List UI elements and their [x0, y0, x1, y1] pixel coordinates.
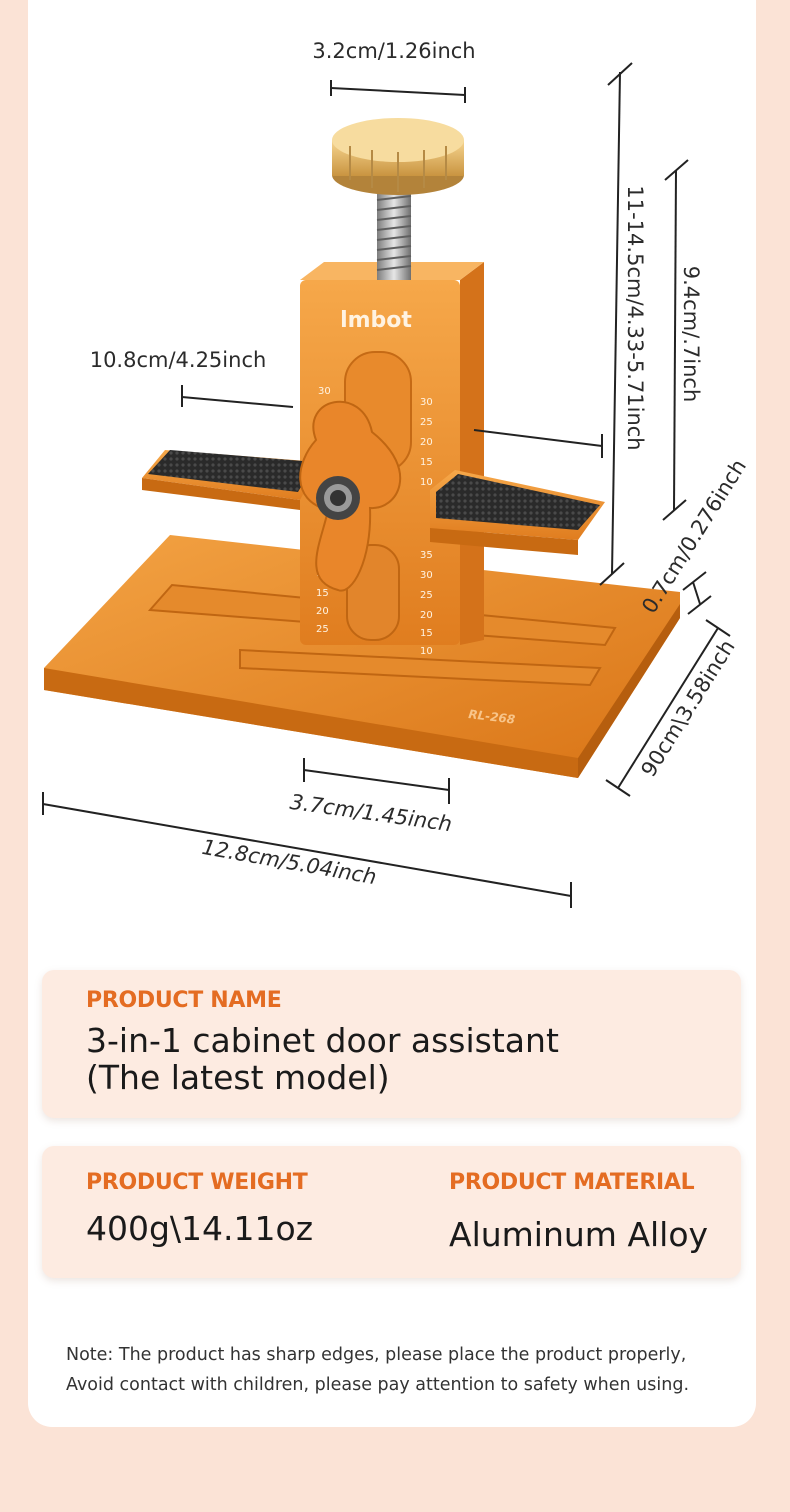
- svg-text:30: 30: [318, 386, 331, 397]
- model-label: RL-268: [468, 707, 516, 727]
- product-material-value: Aluminum Alloy: [449, 1215, 709, 1254]
- dim-base-length: 12.8cm/5.04inch: [200, 835, 378, 889]
- dim-height-partial: 9.4cm/.7inch: [679, 266, 703, 403]
- upper-scale: 30 25 20 15 10 30: [318, 386, 433, 488]
- product-name-line1: 3-in-1 cabinet door assistant: [86, 1021, 559, 1060]
- right-pad: [436, 474, 600, 530]
- dim-base-thickness: 0.7cm/0.276inch: [637, 455, 751, 617]
- svg-text:20: 20: [420, 610, 433, 621]
- base-slot-lower: [239, 648, 602, 687]
- dim-bottom-width: 3.7cm/1.45inch: [288, 790, 453, 836]
- svg-text:15: 15: [420, 628, 433, 639]
- cabinet-door-jig-illustration: RL-268 lmbot 30 25 20 15 10 30 35 30 25 …: [44, 118, 680, 778]
- product-weight-label: PRODUCT WEIGHT: [86, 1170, 308, 1195]
- svg-text:35: 35: [420, 550, 433, 561]
- left-pad: [148, 450, 315, 492]
- dim-top-width: 3.2cm/1.26inch: [312, 39, 475, 63]
- svg-text:20: 20: [316, 606, 329, 617]
- brand-logo: lmbot: [340, 308, 412, 333]
- safety-note-line2: Avoid contact with children, please pay …: [66, 1375, 690, 1395]
- dim-left-span: 10.8cm/4.25inch: [90, 348, 267, 372]
- product-name-box: PRODUCT NAME 3-in-1 cabinet door assista…: [42, 970, 741, 1118]
- dim-height-total: 11-14.5cm/4.33-5.71inch: [623, 185, 647, 450]
- svg-text:15: 15: [316, 588, 329, 599]
- svg-text:30: 30: [420, 397, 433, 408]
- threaded-rod: [377, 190, 411, 280]
- dimension-lines: [42, 62, 731, 908]
- product-material-label: PRODUCT MATERIAL: [449, 1170, 695, 1195]
- svg-text:10: 10: [420, 646, 433, 657]
- svg-text:15: 15: [420, 457, 433, 468]
- svg-text:30: 30: [420, 570, 433, 581]
- product-specs-box: PRODUCT WEIGHT 400g\14.11oz PRODUCT MATE…: [42, 1146, 741, 1278]
- product-name-label: PRODUCT NAME: [86, 988, 282, 1013]
- svg-text:10: 10: [420, 477, 433, 488]
- svg-text:25: 25: [420, 590, 433, 601]
- product-dimension-diagram: RL-268 lmbot 30 25 20 15 10 30 35 30 25 …: [42, 39, 751, 908]
- safety-note-line1: Note: The product has sharp edges, pleas…: [66, 1345, 687, 1365]
- svg-text:25: 25: [420, 417, 433, 428]
- product-name-line2: (The latest model): [86, 1058, 390, 1097]
- svg-text:25: 25: [316, 624, 329, 635]
- product-weight-value: 400g\14.11oz: [86, 1209, 314, 1248]
- svg-text:20: 20: [420, 437, 433, 448]
